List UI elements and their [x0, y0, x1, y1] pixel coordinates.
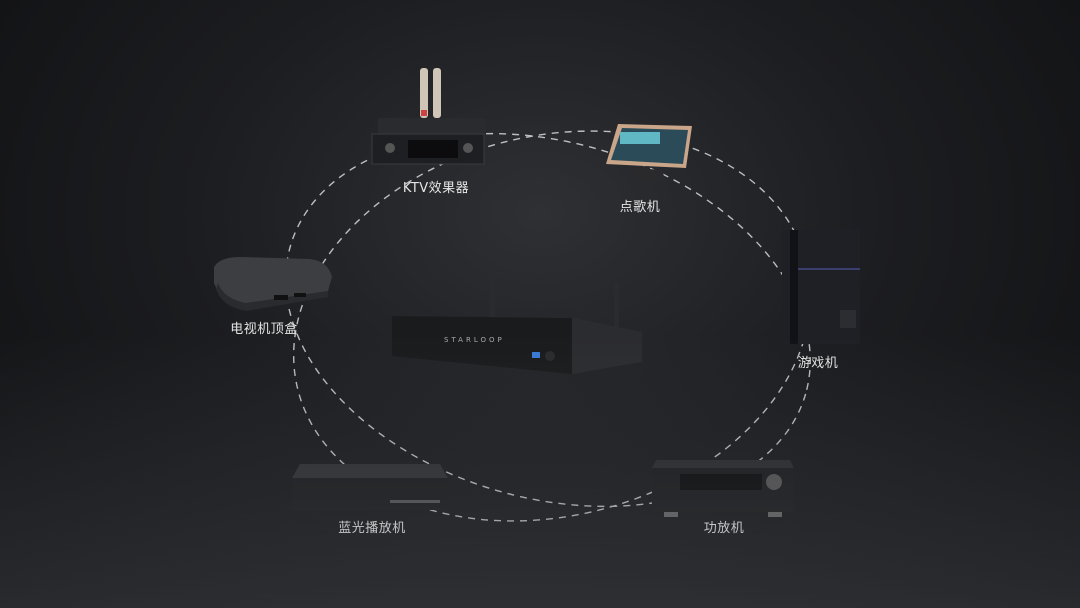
ktv-effector-label: KTV效果器 — [402, 181, 470, 196]
game-console-label: 游戏机 — [797, 356, 839, 371]
ktv-effector-device — [368, 66, 488, 166]
brand-logo: STARLOOP — [444, 336, 505, 344]
settop-box-label: 电视机顶盒 — [230, 322, 298, 337]
amplifier-label: 功放机 — [703, 521, 745, 536]
jukebox-device — [600, 120, 700, 190]
bluray-player-device — [290, 460, 450, 516]
settop-box-device — [210, 255, 335, 315]
starloop-center-device: STARLOOP — [392, 262, 642, 382]
bluray-player-label: 蓝光播放机 — [338, 521, 406, 536]
jukebox-label: 点歌机 — [619, 200, 661, 215]
amplifier-device — [650, 458, 795, 518]
game-console-device — [782, 228, 862, 346]
